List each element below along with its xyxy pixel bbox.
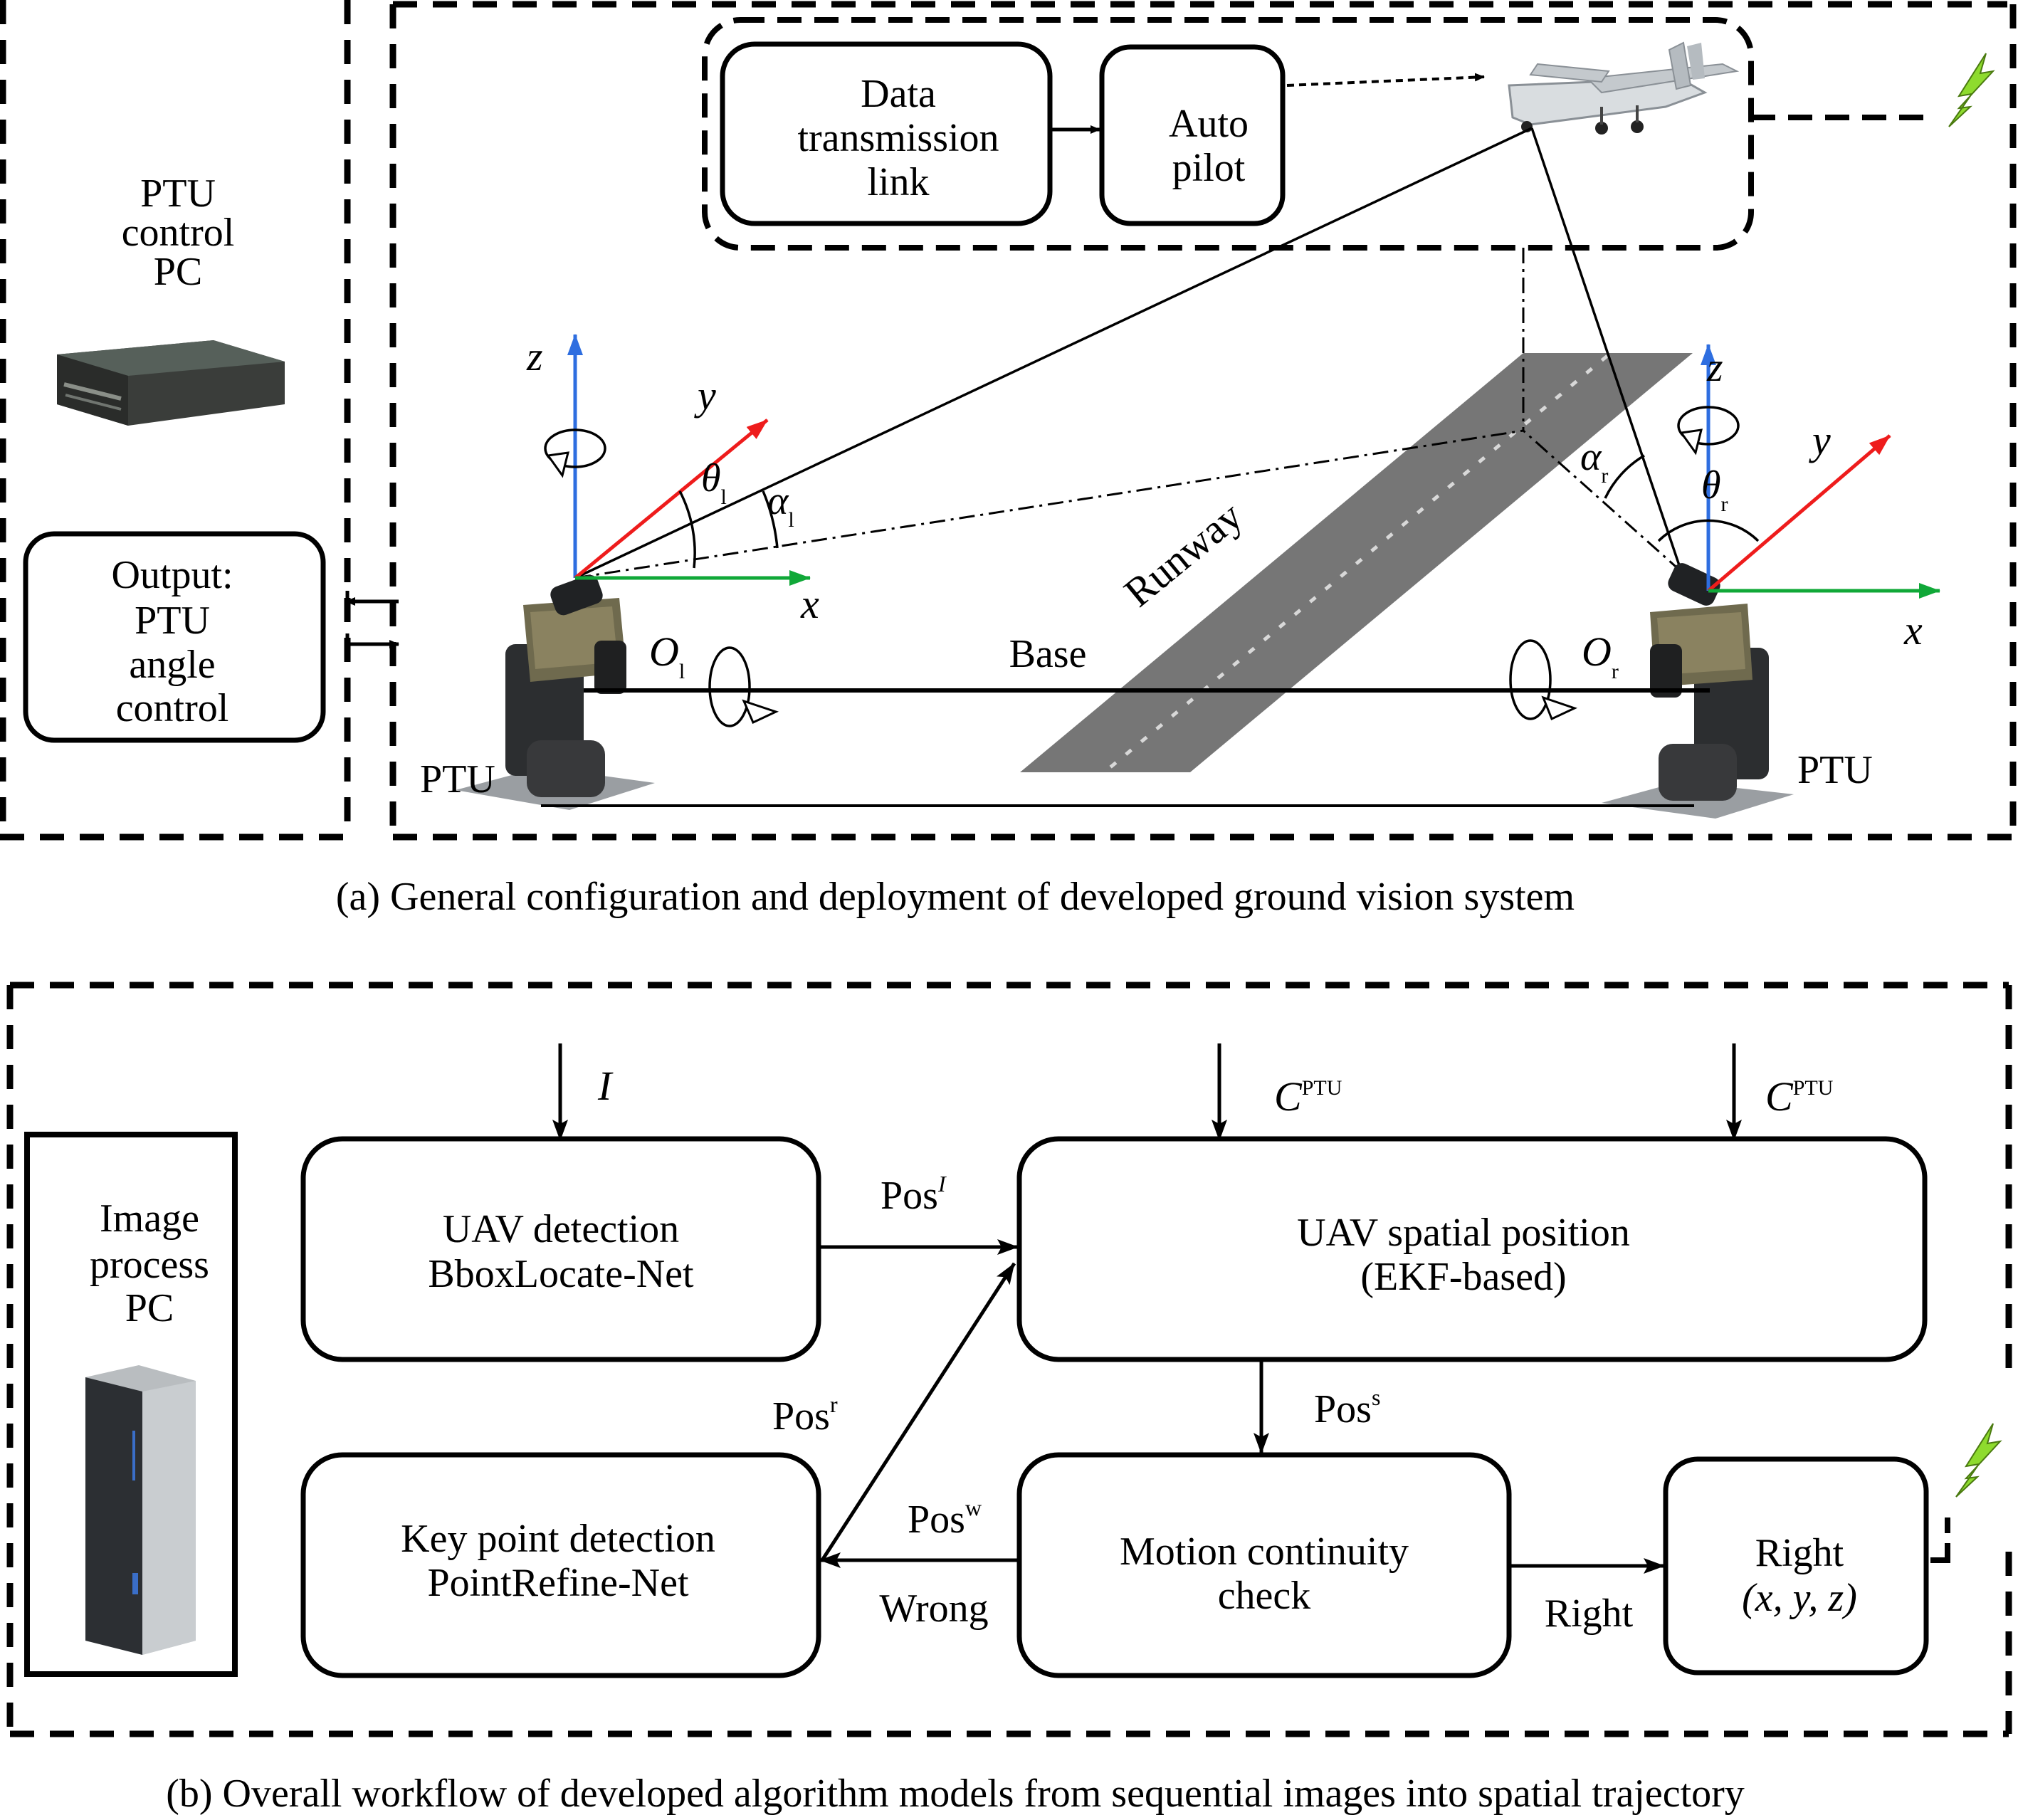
left-theta-label: θl	[701, 456, 727, 509]
right-result-label-1: Right	[1755, 1531, 1844, 1575]
motion-check-label-1: Motion continuity	[1120, 1530, 1409, 1574]
right-origin-label: Or	[1582, 628, 1619, 683]
image-process-label-2: process	[90, 1243, 209, 1287]
motion-check-label-2: check	[1218, 1574, 1311, 1618]
part-b-diagram: Image process PC I CPTU CPTU UAV detecti…	[6, 982, 2012, 1737]
right-result-label-2: (x, y, z)	[1742, 1576, 1857, 1620]
right-result-box	[1663, 1456, 1929, 1676]
sight-line-left	[574, 127, 1533, 579]
left-axis-y	[574, 419, 769, 579]
autopilot-label-1: Auto	[1169, 102, 1249, 146]
left-theta-arc	[678, 490, 696, 569]
right-axis-z-label: z	[1706, 344, 1723, 390]
pos-w-label: Posw	[908, 1495, 982, 1542]
runway	[1020, 353, 1693, 772]
wrong-label: Wrong	[879, 1587, 988, 1631]
data-link-label-1: Data	[861, 72, 936, 116]
pos-i-label: PosI	[881, 1171, 947, 1218]
ptu-control-pc-label-1: PTU	[140, 172, 216, 216]
input-c-label-1: CPTU	[1274, 1073, 1342, 1120]
keypoint-label-1: Key point detection	[401, 1517, 715, 1561]
input-i-label: I	[597, 1063, 614, 1109]
ptu-control-panel	[0, 0, 351, 841]
desktop-pc-icon	[85, 1365, 196, 1655]
left-tilt-rotation-icon	[708, 646, 779, 727]
part-a-diagram: PTU control PC Output: PTU angle control	[0, 0, 2017, 841]
right-ptu-label: PTU	[1797, 748, 1873, 792]
ptu-right-device	[1602, 563, 1794, 819]
data-link-label-3: link	[867, 160, 929, 204]
projection-line-left	[574, 429, 1524, 579]
left-axis-z-label: z	[526, 333, 543, 379]
ptu-left-device	[456, 574, 655, 810]
data-link-label-2: transmission	[797, 116, 999, 160]
deployment-panel	[389, 1, 2017, 841]
autopilot-box	[1099, 44, 1286, 226]
output-box	[23, 531, 326, 743]
data-transmission-box	[720, 41, 1053, 226]
left-ptu-label: PTU	[420, 757, 495, 801]
signal-icon	[1948, 53, 1995, 127]
uav-detection-label-2: BboxLocate-Net	[428, 1252, 694, 1296]
pos-r-arrow	[820, 1262, 1016, 1562]
output-label-3: angle	[129, 643, 215, 687]
right-axis-x-label: x	[1903, 607, 1923, 653]
base-label: Base	[1009, 632, 1087, 676]
uav-spatial-position-box	[1016, 1136, 1928, 1362]
uav-spatial-label-2: (EKF-based)	[1360, 1255, 1566, 1299]
autopilot-to-uav-arrow	[1286, 73, 1485, 87]
right-tilt-rotation-icon	[1509, 639, 1578, 721]
output-label-4: control	[116, 686, 229, 730]
industrial-pc-icon	[57, 340, 285, 426]
projection-line-right	[1523, 429, 1682, 573]
left-alpha-label: αl	[767, 479, 794, 532]
right-pan-rotation-icon	[1677, 406, 1740, 456]
ptu-control-pc-label-3: PC	[154, 250, 203, 294]
caption-b: (b) Overall workflow of developed algori…	[166, 1772, 1745, 1816]
right-alpha-label: αr	[1580, 435, 1608, 488]
output-label-2: PTU	[135, 599, 210, 643]
uav-spatial-label-1: UAV spatial position	[1297, 1211, 1630, 1255]
keypoint-detection-box	[300, 1452, 821, 1678]
uav-detection-label-1: UAV detection	[443, 1207, 679, 1251]
uav-aircraft-icon	[1508, 41, 1740, 135]
workflow-panel	[6, 982, 2012, 1737]
signal-icon-bottom	[1955, 1423, 2002, 1498]
right-axis-y	[1707, 434, 1891, 592]
uav-system-group	[702, 17, 1754, 251]
right-axis-y-label: y	[1809, 417, 1831, 463]
input-c-label-2: CPTU	[1765, 1073, 1834, 1120]
keypoint-label-2: PointRefine-Net	[427, 1561, 688, 1605]
pos-s-label: Poss	[1314, 1384, 1380, 1431]
right-alpha-arc	[1604, 454, 1645, 499]
uav-detection-box	[300, 1136, 821, 1362]
caption-a: (a) General configuration and deployment…	[336, 875, 1575, 919]
image-process-label-3: PC	[125, 1286, 174, 1330]
image-process-label-1: Image	[100, 1196, 199, 1241]
right-theta-label: θr	[1701, 463, 1728, 516]
left-pan-rotation-icon	[544, 428, 606, 478]
pos-r-label: Posr	[772, 1392, 838, 1438]
sight-line-right	[1530, 127, 1683, 572]
right-arrow-label: Right	[1545, 1592, 1634, 1636]
autopilot-label-2: pilot	[1172, 146, 1246, 190]
ptu-control-pc-label-2: control	[122, 211, 235, 255]
left-axis-y-label: y	[694, 372, 716, 419]
output-label-1: Output:	[111, 553, 233, 597]
right-theta-arc	[1657, 519, 1760, 542]
left-axis-x-label: x	[800, 581, 819, 627]
left-alpha-arc	[762, 490, 779, 549]
left-origin-label: Ol	[649, 628, 685, 683]
